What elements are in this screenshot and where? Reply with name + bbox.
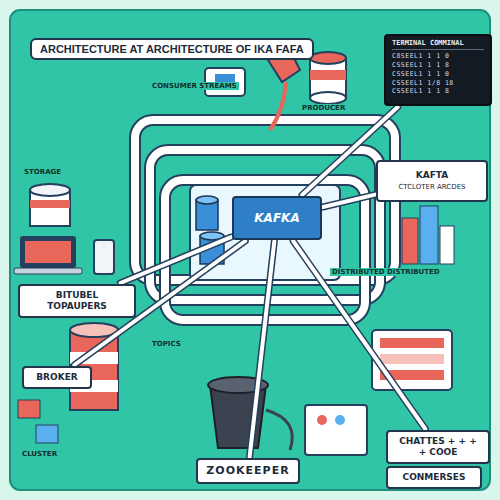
terminal-panel: TERMINAL COMMINAL C8SEEL1 1 1 0 CSSEEL1 1… [384, 34, 492, 106]
pipe-connector [250, 241, 275, 457]
diagram-title: ARCHITECTURE AT ARCHITECTURE OF IKA FAFA [30, 38, 314, 60]
panel-ground [10, 10, 490, 490]
pipe-connector [323, 195, 375, 207]
tower [440, 226, 454, 264]
box [36, 425, 58, 443]
tower [420, 206, 438, 264]
ring [150, 150, 380, 300]
dot [335, 415, 345, 425]
note-label: TOPICS [150, 340, 183, 348]
box [18, 400, 40, 418]
label-box: CONMERSES [386, 466, 482, 489]
note-label: CLUSTER [20, 450, 59, 458]
note-label: PRODUCER [300, 104, 347, 112]
tower [402, 218, 418, 264]
node-heading: BITUBEL TOPAUPERS [26, 290, 128, 312]
node-heading: ZOOKEEPER [204, 464, 292, 477]
node-heading: BROKER [30, 372, 84, 383]
laptop-display [25, 241, 71, 263]
pot-hose [266, 410, 292, 450]
cube [305, 405, 367, 455]
rack-unit [380, 338, 444, 348]
node-heading: KAFKA [240, 211, 314, 225]
server-rack [372, 330, 452, 390]
laptop [14, 236, 114, 274]
pipe [250, 241, 275, 457]
database-left [30, 184, 70, 226]
node-body: C8SEEL1 1 1 0 CSSEEL1 1 1 8 CSSEEL1 1 1 … [392, 52, 484, 96]
label-box: KAFTA CTCLOTER ARCDES [376, 160, 488, 202]
pipe-outline [323, 195, 375, 207]
kafka-box: KAFKA [232, 196, 322, 240]
label-box: BITUBEL TOPAUPERS [18, 284, 136, 318]
node-heading: TERMINAL COMMINAL [392, 39, 484, 50]
cylinder-top [30, 184, 70, 196]
pipe-outline [250, 241, 275, 457]
cylinder-band [310, 70, 346, 80]
cable [270, 82, 286, 130]
label-box: BROKER [22, 366, 92, 389]
plug-icon [268, 50, 300, 130]
blue-cylinders [196, 196, 224, 264]
laptop-base [14, 268, 82, 274]
node-heading: KAFTA [384, 170, 480, 181]
node-heading: CONMERSES [394, 472, 474, 483]
cylinder-top [310, 52, 346, 64]
device [94, 240, 114, 274]
label-box: CHATTES + + + + COOE [386, 430, 490, 464]
white-cube [305, 405, 367, 455]
database-red [310, 52, 346, 104]
city-towers [402, 206, 454, 264]
node-body: CTCLOTER ARCDES [384, 183, 480, 191]
note-label: STORAGE [22, 168, 63, 176]
small-boxes [18, 400, 58, 443]
dot [317, 415, 327, 425]
laptop-screen [20, 236, 76, 268]
label-box: ZOOKEEPER [196, 458, 300, 484]
note-label: DISTRIBUTED DISTRIBUTED [330, 268, 442, 276]
ring-outline [150, 150, 380, 300]
cylinder-band [30, 200, 70, 208]
note-label: CONSUMER STREAMS [150, 82, 239, 90]
cylinder-bottom [310, 92, 346, 104]
pipe [323, 195, 375, 207]
node-heading: CHATTES + + + + COOE [394, 436, 482, 458]
cylinder-top [196, 196, 218, 204]
rack [372, 330, 452, 390]
rack-unit [380, 354, 444, 364]
